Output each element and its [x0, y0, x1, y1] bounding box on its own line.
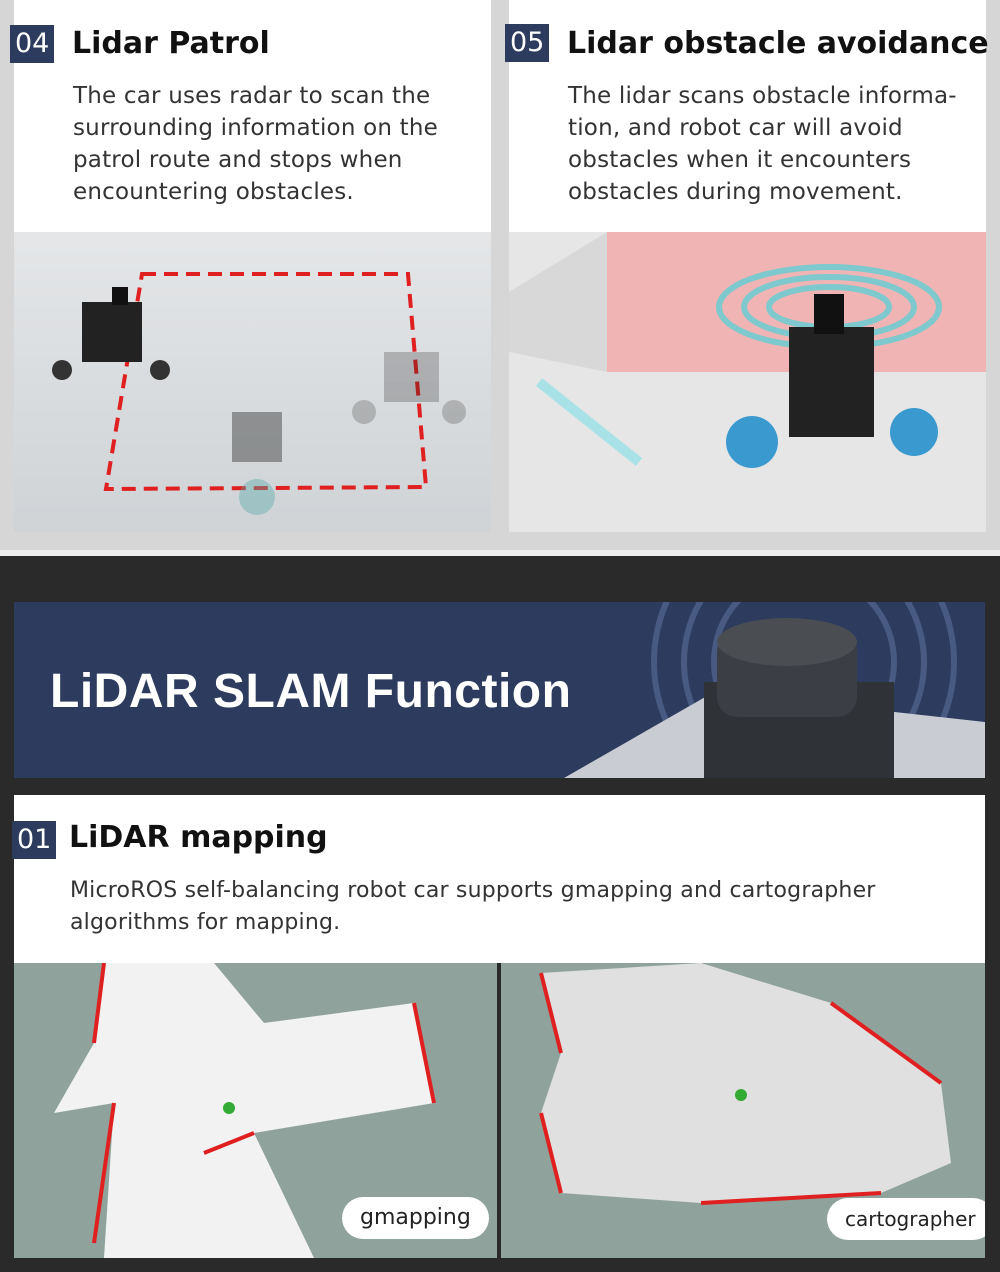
robot-car-icon	[52, 287, 170, 380]
feature-card-lidar-mapping: 01 LiDAR mapping MicroROS self-balancing…	[12, 795, 985, 963]
lidar-sensor-icon	[564, 602, 985, 778]
desc-line: The lidar scans obstacle informa-	[568, 83, 957, 109]
slam-banner: LiDAR SLAM Function	[14, 602, 985, 778]
desc-line: The car uses radar to scan the	[73, 83, 431, 109]
cartographer-map-render	[539, 963, 951, 1205]
divider	[0, 550, 1000, 556]
desc-line: patrol route and stops when	[73, 147, 403, 173]
patrol-photo	[14, 232, 491, 532]
obstacle-photo	[509, 232, 986, 532]
gmapping-map: gmapping	[14, 963, 497, 1258]
desc-line: obstacles when it encounters	[568, 147, 912, 173]
desc-line: MicroROS self-balancing robot car suppor…	[70, 878, 876, 903]
desc-line: tion, and robot car will avoid	[568, 115, 903, 141]
feature-card-lidar-patrol: 04 Lidar Patrol The car uses radar to sc…	[10, 0, 491, 232]
feature-description: The lidar scans obstacle informa- tion, …	[568, 80, 957, 208]
desc-line: surrounding information on the	[73, 115, 439, 141]
cartographer-map: cartographer	[501, 963, 985, 1258]
gmapping-map-render	[54, 963, 436, 1258]
banner-title: LiDAR SLAM Function	[50, 665, 572, 718]
obstacle-illustration	[509, 232, 986, 468]
top-section: 04 Lidar Patrol The car uses radar to sc…	[0, 0, 1000, 550]
patrol-route	[103, 272, 429, 492]
cartographer-label: cartographer	[827, 1198, 985, 1240]
robot-car-icon	[352, 352, 466, 424]
feature-number-badge: 04	[10, 25, 55, 63]
feature-title: Lidar Patrol	[72, 26, 270, 61]
feature-number-badge: 05	[505, 24, 550, 62]
patrol-illustration	[52, 272, 466, 515]
feature-title: LiDAR mapping	[69, 820, 328, 855]
feature-description: The car uses radar to scan the surroundi…	[73, 80, 438, 208]
desc-line: algorithms for mapping.	[70, 910, 341, 935]
feature-description: MicroROS self-balancing robot car suppor…	[70, 875, 876, 939]
feature-number-badge: 01	[12, 821, 57, 859]
gmapping-label: gmapping	[342, 1197, 489, 1239]
robot-car-icon	[789, 327, 874, 437]
feature-card-obstacle-avoidance: 05 Lidar obstacle avoidance The lidar sc…	[505, 0, 989, 232]
desc-line: encountering obstacles.	[73, 179, 354, 205]
robot-car-icon	[232, 412, 282, 515]
desc-line: obstacles during movement.	[568, 179, 903, 205]
feature-title: Lidar obstacle avoidance	[567, 26, 989, 61]
motion-arrow-icon	[535, 378, 643, 466]
